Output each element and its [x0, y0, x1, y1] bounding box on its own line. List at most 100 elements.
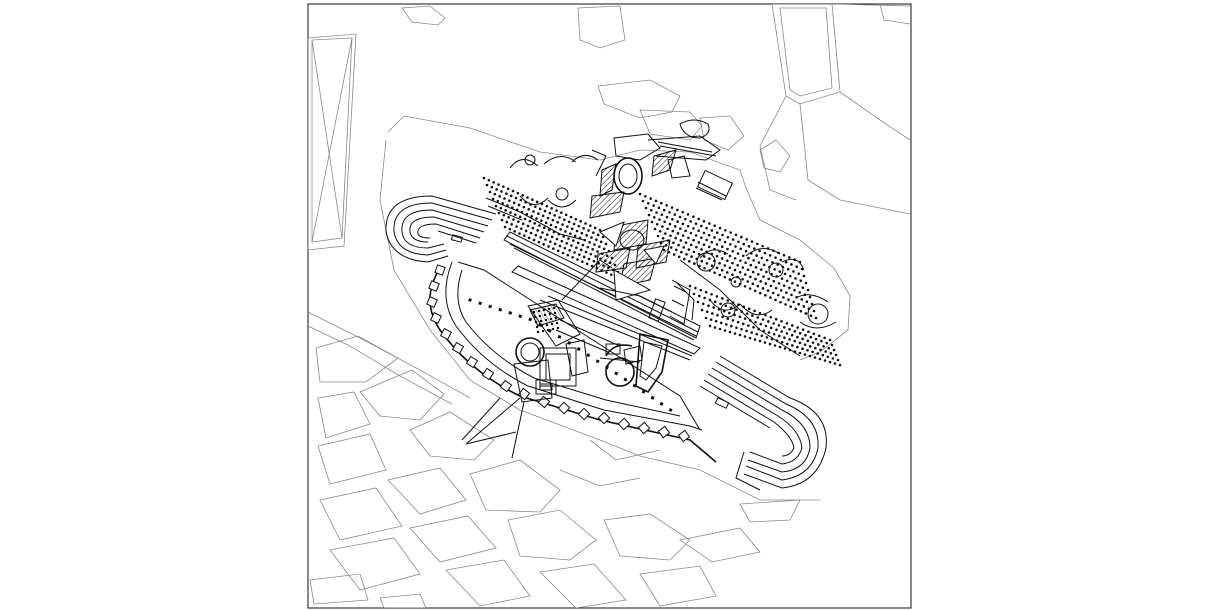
column — [767, 277, 770, 281]
column — [769, 315, 773, 319]
column — [685, 253, 688, 256]
column — [575, 246, 578, 249]
column — [806, 339, 810, 343]
column — [697, 229, 700, 232]
palace-column — [552, 306, 556, 310]
wall-buttress — [465, 355, 479, 369]
column — [567, 237, 570, 240]
stadium-outer-wall — [426, 261, 717, 463]
wall-pier — [659, 401, 664, 406]
column — [702, 231, 706, 235]
column — [800, 267, 804, 271]
column — [779, 258, 783, 262]
column — [750, 331, 753, 334]
column — [751, 314, 754, 317]
palace-column — [533, 315, 537, 319]
column — [803, 353, 807, 356]
column — [602, 247, 606, 251]
column — [721, 297, 724, 300]
column — [581, 260, 584, 263]
column — [702, 255, 706, 258]
column — [788, 328, 791, 331]
column — [731, 261, 734, 265]
column — [596, 233, 600, 237]
column — [700, 236, 703, 239]
wall-pier — [557, 334, 562, 339]
column — [682, 246, 685, 249]
column — [728, 242, 732, 246]
column — [678, 215, 682, 219]
column — [649, 208, 653, 212]
column — [793, 329, 797, 333]
column — [505, 192, 508, 195]
column — [697, 252, 701, 256]
column — [822, 345, 825, 348]
wall-buttress — [577, 407, 591, 421]
column — [719, 321, 723, 325]
column — [544, 221, 548, 225]
column — [804, 281, 808, 285]
wall-buttresses — [426, 264, 691, 443]
column — [676, 208, 679, 212]
column — [734, 233, 738, 237]
wall-buttress — [439, 327, 453, 341]
column — [652, 215, 656, 219]
column — [710, 240, 714, 244]
colonnade-complex — [482, 119, 842, 367]
column — [700, 259, 704, 263]
column — [543, 209, 547, 213]
column — [805, 300, 809, 304]
column — [684, 241, 688, 244]
column — [790, 293, 793, 297]
column — [764, 294, 767, 297]
column — [561, 223, 564, 226]
column — [755, 332, 759, 336]
column — [723, 240, 727, 244]
wall-pier — [528, 317, 533, 322]
column — [738, 270, 742, 274]
column — [587, 229, 590, 232]
column — [745, 312, 749, 315]
column — [589, 252, 593, 256]
column — [757, 261, 761, 264]
column — [700, 224, 703, 228]
column — [510, 223, 513, 226]
column — [774, 317, 778, 321]
column — [787, 298, 790, 301]
column — [771, 291, 775, 295]
column — [797, 302, 800, 306]
column — [700, 308, 704, 312]
column — [533, 222, 536, 225]
column — [586, 245, 590, 249]
column — [518, 232, 521, 235]
column — [589, 224, 592, 227]
column — [490, 185, 494, 189]
column — [509, 194, 513, 198]
column — [660, 201, 663, 205]
column — [731, 273, 734, 277]
column — [768, 254, 772, 257]
column — [664, 232, 667, 235]
column — [558, 244, 562, 248]
column — [728, 278, 732, 281]
column — [579, 248, 583, 252]
column — [672, 241, 675, 245]
column — [769, 296, 772, 299]
column — [754, 266, 758, 269]
column — [569, 232, 572, 235]
column — [738, 315, 742, 319]
wall-pier — [586, 353, 591, 358]
column — [747, 324, 750, 327]
column — [726, 271, 729, 274]
column — [785, 322, 789, 325]
column — [726, 247, 729, 251]
column — [806, 288, 810, 292]
column — [546, 233, 549, 236]
column — [498, 195, 501, 198]
column — [780, 277, 784, 280]
column — [553, 242, 557, 246]
column — [745, 329, 748, 333]
column — [796, 335, 799, 339]
column — [740, 235, 743, 239]
column — [747, 307, 751, 311]
